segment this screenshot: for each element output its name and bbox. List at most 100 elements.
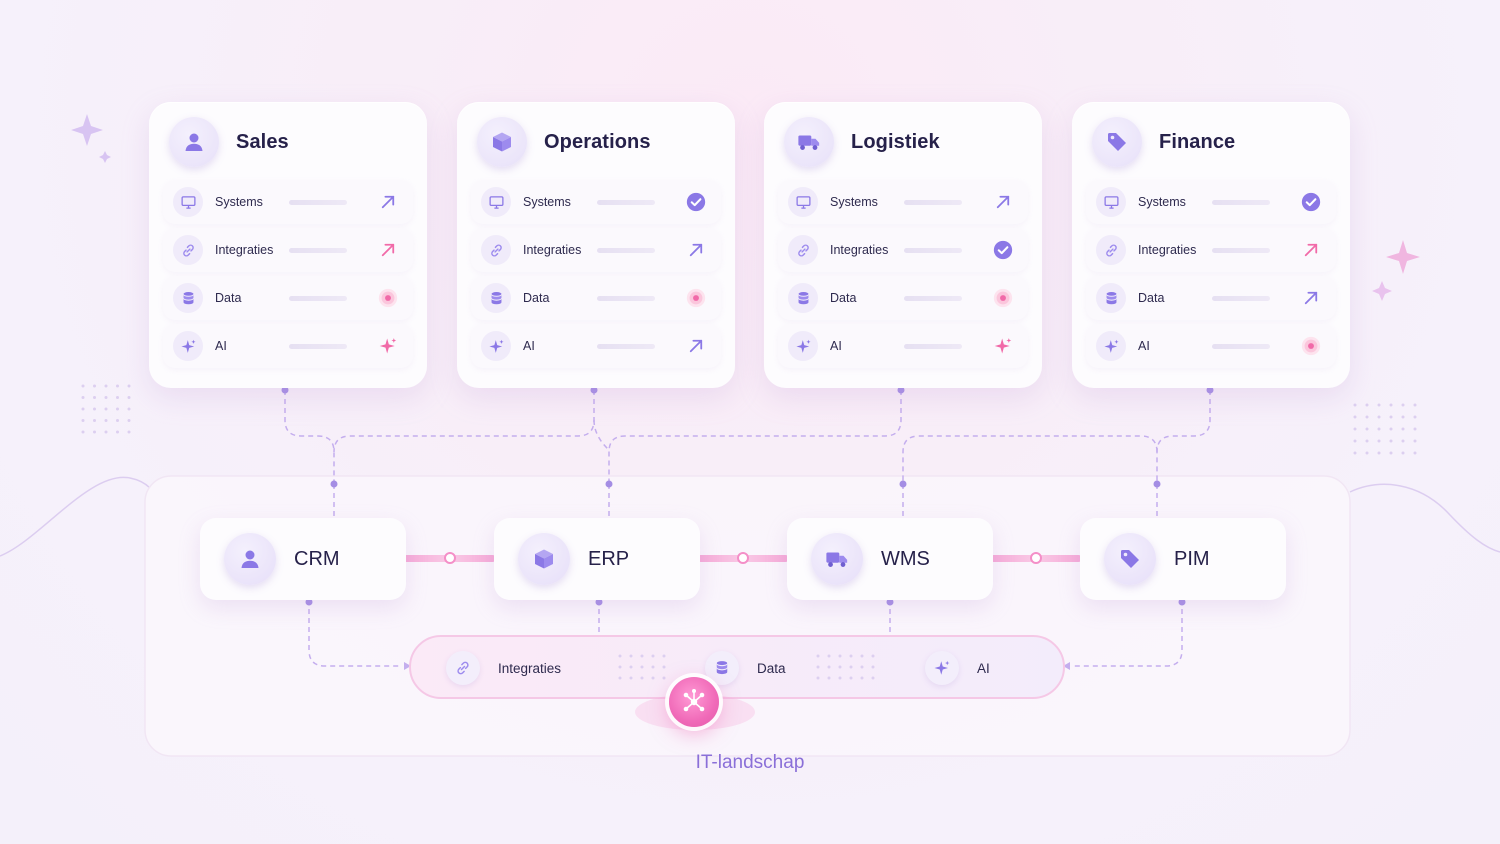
department-header: Finance <box>1092 116 1235 168</box>
department-row-data: Data <box>163 276 413 320</box>
row-label: Integraties <box>215 243 274 257</box>
department-row-integraties: Integraties <box>778 228 1028 272</box>
system-card-erp: ERP <box>494 518 700 600</box>
row-progress-bar <box>1212 343 1270 349</box>
arrow-up-right-icon <box>683 237 709 263</box>
database-icon <box>788 283 818 313</box>
department-row-ai: AI <box>778 324 1028 368</box>
alert-dot-icon <box>990 285 1016 311</box>
tag-icon <box>1092 117 1142 167</box>
row-progress-bar <box>597 247 655 253</box>
capability-data: Data <box>705 650 786 686</box>
system-label: ERP <box>588 547 630 570</box>
cube-icon <box>477 117 527 167</box>
row-label: Systems <box>523 195 571 209</box>
system-card-wms: WMS <box>787 518 993 600</box>
link-icon <box>173 235 203 265</box>
arrow-up-right-icon <box>683 333 709 359</box>
row-label: Data <box>523 291 550 305</box>
row-progress-bar <box>289 199 347 205</box>
department-row-systems: Systems <box>471 180 721 224</box>
capability-ai: AI <box>925 650 990 686</box>
row-progress-bar <box>597 199 655 205</box>
alert-dot-icon <box>683 285 709 311</box>
landscape-caption: IT-landschap <box>695 752 805 773</box>
department-row-integraties: Integraties <box>471 228 721 272</box>
row-progress-bar <box>289 247 347 253</box>
department-row-systems: Systems <box>163 180 413 224</box>
check-circle-icon <box>1298 189 1324 215</box>
department-row-data: Data <box>471 276 721 320</box>
alert-dot-icon <box>375 285 401 311</box>
system-label: PIM <box>1174 547 1210 570</box>
link-icon <box>788 235 818 265</box>
row-progress-bar <box>904 199 962 205</box>
network-hub-icon <box>669 677 719 727</box>
capability-integraties: Integraties <box>446 650 561 686</box>
sparkle-icon <box>173 331 203 361</box>
row-label: Integraties <box>830 243 889 257</box>
capability-label: Integraties <box>498 660 562 676</box>
system-label: WMS <box>881 547 930 570</box>
check-circle-icon <box>683 189 709 215</box>
monitor-icon <box>481 187 511 217</box>
user-icon <box>224 533 276 585</box>
sparkle-icon <box>1096 331 1126 361</box>
capability-label: Data <box>757 660 786 676</box>
row-label: Data <box>1138 291 1165 305</box>
row-label: Systems <box>830 195 878 209</box>
department-row-integraties: Integraties <box>1086 228 1336 272</box>
cube-icon <box>518 533 570 585</box>
row-label: AI <box>1138 339 1150 353</box>
link-icon <box>446 651 480 685</box>
alert-dot-icon <box>1298 333 1324 359</box>
row-label: AI <box>523 339 535 353</box>
check-circle-icon <box>990 237 1016 263</box>
row-label: Data <box>830 291 857 305</box>
sparkle-icon <box>375 333 401 359</box>
tag-icon <box>1104 533 1156 585</box>
row-progress-bar <box>1212 295 1270 301</box>
sparkle-icon <box>990 333 1016 359</box>
system-links <box>403 552 1082 564</box>
department-header: Operations <box>477 116 651 168</box>
link-icon <box>1096 235 1126 265</box>
row-progress-bar <box>597 343 655 349</box>
row-label: AI <box>215 339 227 353</box>
user-icon <box>169 117 219 167</box>
row-progress-bar <box>289 343 347 349</box>
left-wave <box>0 476 151 557</box>
database-icon <box>173 283 203 313</box>
monitor-icon <box>1096 187 1126 217</box>
sparkle-icon <box>925 651 959 685</box>
row-progress-bar <box>1212 199 1270 205</box>
monitor-icon <box>788 187 818 217</box>
truck-icon <box>811 533 863 585</box>
arrow-up-right-icon <box>375 189 401 215</box>
decorative-sparkles <box>71 114 1420 301</box>
row-label: AI <box>830 339 842 353</box>
row-label: Systems <box>1138 195 1186 209</box>
department-row-data: Data <box>778 276 1028 320</box>
row-label: Systems <box>215 195 263 209</box>
database-icon <box>1096 283 1126 313</box>
row-progress-bar <box>597 295 655 301</box>
database-icon <box>705 651 739 685</box>
row-label: Integraties <box>523 243 582 257</box>
row-progress-bar <box>904 247 962 253</box>
row-label: Integraties <box>1138 243 1197 257</box>
department-row-ai: AI <box>163 324 413 368</box>
arrow-up-right-icon <box>1298 285 1324 311</box>
link-icon <box>481 235 511 265</box>
department-row-ai: AI <box>471 324 721 368</box>
sparkle-icon <box>481 331 511 361</box>
truck-icon <box>784 117 834 167</box>
row-progress-bar <box>904 295 962 301</box>
department-title: Operations <box>544 130 651 153</box>
department-header: Sales <box>169 116 289 168</box>
system-card-pim: PIM <box>1080 518 1286 600</box>
